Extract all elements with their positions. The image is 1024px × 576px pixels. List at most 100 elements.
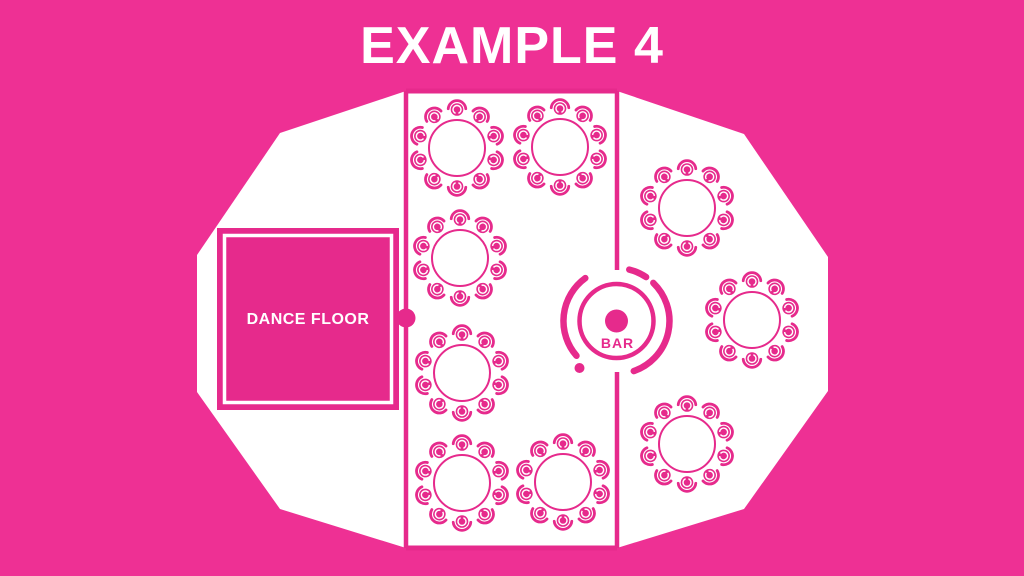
bar-label: BAR (601, 335, 634, 351)
chair-icon (492, 460, 509, 481)
bar-center-dot (605, 309, 628, 333)
chair-icon (516, 459, 533, 480)
guest-table (415, 434, 509, 532)
chair-icon (574, 171, 593, 189)
chair-icon (654, 402, 673, 420)
chair-icon (410, 150, 427, 171)
chair-icon (549, 98, 571, 115)
chair-icon (676, 395, 698, 412)
chair-icon (415, 485, 432, 506)
chair-icon (490, 235, 507, 256)
chair-icon (640, 210, 657, 231)
chair-icon (577, 440, 596, 458)
guest-table (705, 271, 799, 369)
chair-icon (705, 297, 722, 318)
chair-icon (766, 278, 785, 296)
chair-icon (717, 421, 734, 442)
chair-icon (487, 125, 504, 146)
chair-icon (487, 150, 504, 171)
chair-icon (415, 460, 432, 481)
page-title: EXAMPLE 4 (360, 17, 664, 75)
chair-icon (492, 485, 509, 506)
chair-icon (717, 446, 734, 467)
chair-icon (593, 484, 610, 505)
chair-icon (476, 397, 495, 415)
chair-icon (705, 322, 722, 343)
chair-icon (427, 216, 446, 234)
chair-icon (717, 185, 734, 206)
chair-icon (590, 124, 607, 145)
chair-icon (476, 507, 495, 525)
bar-outer-dash-top (626, 266, 650, 281)
bar: BAR (560, 266, 673, 375)
table-top (428, 119, 486, 177)
table-top (531, 118, 589, 176)
chair-icon (449, 209, 471, 226)
chair-icon (451, 324, 473, 341)
chair-icon (474, 216, 493, 234)
chair-icon (476, 441, 495, 459)
chair-icon (549, 179, 571, 196)
chair-icon (530, 506, 549, 524)
chair-icon (676, 476, 698, 493)
dance-floor-label: DANCE FLOOR (247, 311, 370, 328)
dance-floor-area (217, 228, 399, 410)
chair-icon (429, 507, 448, 525)
chair-icon (427, 282, 446, 300)
guest-table (413, 209, 507, 307)
guest-table (410, 99, 504, 197)
chair-icon (654, 166, 673, 184)
chair-icon (451, 515, 473, 532)
bar-outer-dot (574, 363, 585, 373)
chair-icon (424, 172, 443, 190)
chair-icon (530, 440, 549, 458)
chair-icon (446, 180, 468, 197)
chair-icon (719, 278, 738, 296)
chair-icon (676, 240, 698, 257)
chair-icon (471, 106, 490, 124)
chair-icon (782, 322, 799, 343)
chair-icon (424, 106, 443, 124)
table-top (723, 291, 781, 349)
divider-dot (396, 308, 416, 328)
chair-icon (676, 159, 698, 176)
chair-icon (701, 232, 720, 250)
chair-icon (719, 344, 738, 362)
chair-icon (429, 441, 448, 459)
chair-icon (741, 352, 763, 369)
dance-floor: DANCE FLOOR (217, 228, 399, 410)
bar-outer-arc-left (560, 274, 589, 360)
table-top (658, 179, 716, 237)
guest-table (640, 395, 734, 493)
chair-icon (741, 271, 763, 288)
chair-icon (492, 350, 509, 371)
chair-icon (552, 514, 574, 531)
chair-icon (552, 433, 574, 450)
guest-table (513, 98, 607, 196)
chair-icon (701, 468, 720, 486)
table-top (658, 415, 716, 473)
chair-icon (766, 344, 785, 362)
chair-icon (590, 149, 607, 170)
table-top (433, 454, 491, 512)
chair-icon (492, 375, 509, 396)
chair-icon (527, 105, 546, 123)
chair-icon (476, 331, 495, 349)
chair-icon (446, 99, 468, 116)
chair-icon (429, 397, 448, 415)
table-top (431, 229, 489, 287)
chair-icon (513, 124, 530, 145)
table-top (433, 344, 491, 402)
chair-icon (471, 172, 490, 190)
chair-icon (410, 125, 427, 146)
chair-icon (640, 185, 657, 206)
chair-icon (415, 350, 432, 371)
chair-icon (451, 405, 473, 422)
chair-icon (640, 446, 657, 467)
chair-icon (574, 105, 593, 123)
chair-icon (654, 468, 673, 486)
chair-icon (701, 402, 720, 420)
guest-table (415, 324, 509, 422)
